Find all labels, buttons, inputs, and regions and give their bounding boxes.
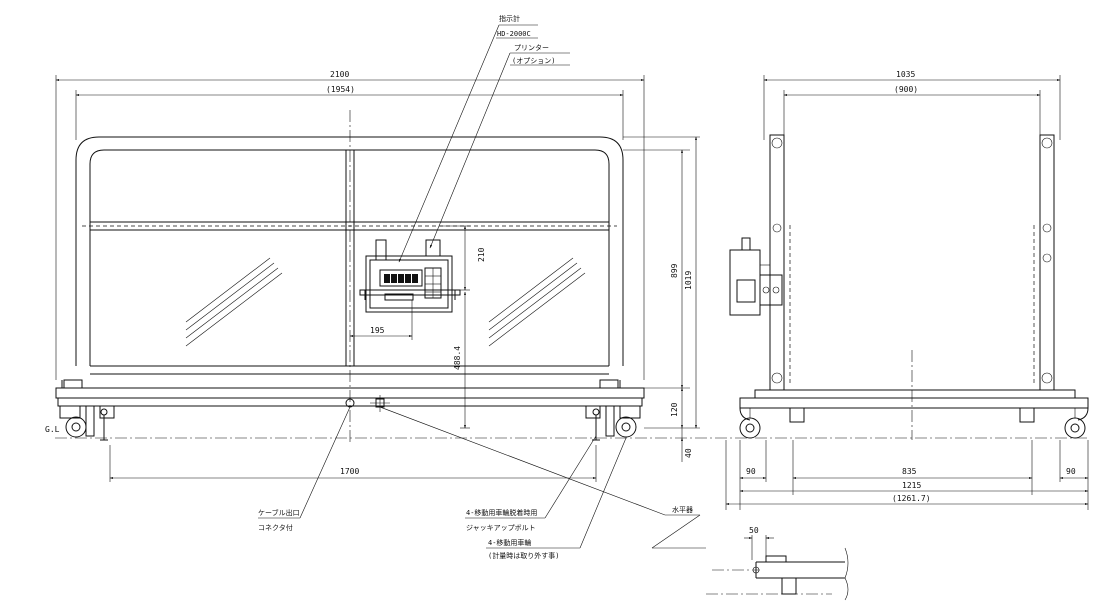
dim-side-total: 1215	[902, 481, 921, 490]
label-printer-option: (オプション)	[512, 57, 555, 65]
label-jack-bolt-1: 4-移動用車輪脱着時用	[466, 508, 537, 517]
dim-wheel-span: 1700	[340, 467, 359, 476]
gl-label: G.L	[45, 425, 60, 434]
dim-indicator-offset: 195	[370, 326, 385, 335]
label-printer: プリンター	[514, 43, 549, 52]
dim-wheel-drop: 40	[684, 448, 693, 458]
label-wheel-1: 4-移動用車輪	[488, 538, 531, 547]
ground-line: G.L	[45, 425, 1090, 439]
front-view: 2100 (1954) 1700 195 210 488.4 1019 899	[55, 14, 701, 560]
indicator-unit	[359, 239, 461, 313]
detail-view: 50	[652, 526, 849, 601]
label-level: 水平器	[672, 505, 693, 514]
label-indicator-model: HD-2000C	[497, 30, 531, 38]
dim-side-platform: 835	[902, 467, 917, 476]
label-jack-bolt-2: ジャッキアップボルト	[466, 524, 536, 532]
label-cable-outlet: ケーブル出口	[258, 508, 300, 517]
dim-front-width: 2100	[330, 70, 349, 79]
label-cable-connector: コネクタ付	[258, 523, 293, 532]
dim-side-width: 1035	[896, 70, 915, 79]
label-indicator: 指示計	[499, 14, 520, 23]
front-right-wheel	[585, 405, 641, 441]
dim-side-left-margin: 90	[746, 467, 756, 476]
dim-indicator-height: 210	[477, 247, 486, 262]
dim-detail-offset: 50	[749, 526, 759, 535]
dim-side-right-margin: 90	[1066, 467, 1076, 476]
dim-indicator-base: 488.4	[453, 346, 462, 370]
dim-front-inner-width: (1954)	[326, 85, 355, 94]
dim-total-height: 1019	[684, 271, 693, 290]
dim-platform-height: 120	[670, 402, 679, 417]
front-left-wheel	[59, 405, 115, 441]
side-view: 1035 (900) 90 835 90 1215 (1261.7)	[725, 70, 1089, 510]
dim-side-overall: (1261.7)	[892, 494, 931, 503]
label-wheel-2: (計量時は取り外す事)	[488, 551, 559, 560]
dim-frame-height: 899	[670, 263, 679, 278]
dim-side-inner-width: (900)	[894, 85, 918, 94]
